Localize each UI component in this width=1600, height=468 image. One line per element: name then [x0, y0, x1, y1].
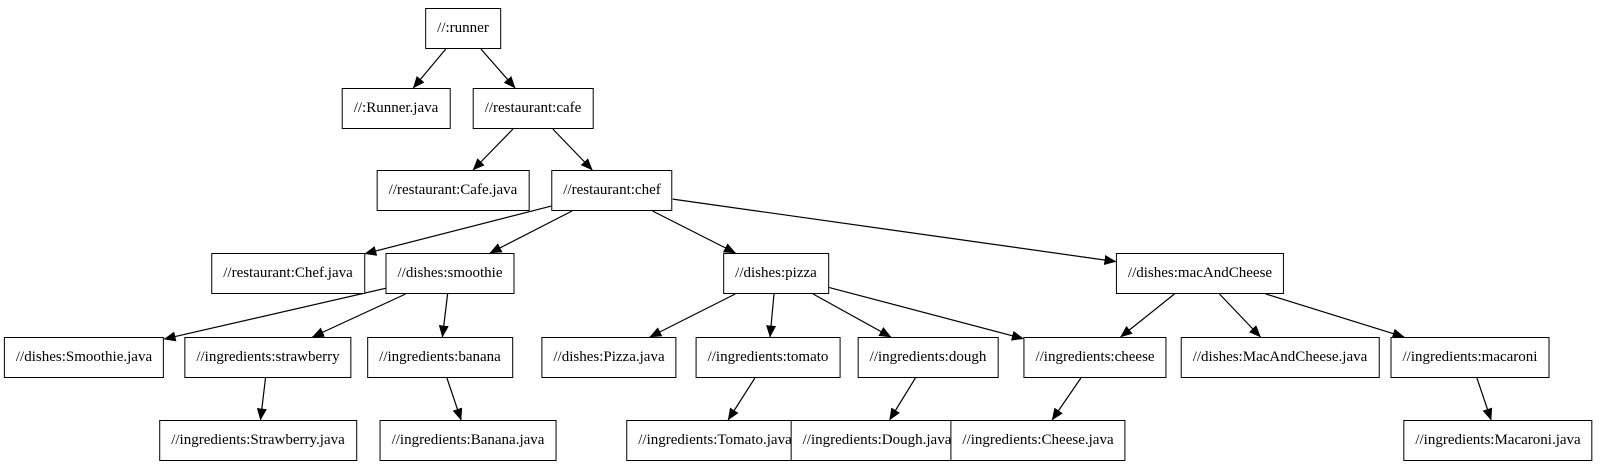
graph-node-chef_java: //restaurant:Chef.java: [211, 253, 365, 294]
graph-node-pizza: //dishes:pizza: [723, 253, 829, 294]
graph-node-chef: //restaurant:chef: [551, 170, 673, 211]
graph-node-macandcheese: //dishes:macAndCheese: [1115, 253, 1285, 294]
graph-node-banana: //ingredients:banana: [367, 337, 513, 378]
edge-chef-to-macandcheese: [672, 198, 1117, 265]
graph-node-smoothie: //dishes:smoothie: [385, 253, 515, 294]
edge-runner-to-cafe: [480, 48, 516, 89]
graph-node-strawberry: //ingredients:strawberry: [184, 337, 352, 378]
graph-node-smoothie_java: //dishes:Smoothie.java: [3, 337, 165, 378]
graph-node-cheese: //ingredients:cheese: [1023, 337, 1167, 378]
edge-macaroni-to-macaroni_java: [1476, 377, 1493, 421]
edge-chef-to-chef_java: [364, 205, 552, 256]
graph-node-dough_java: //ingredients:Dough.java: [790, 420, 964, 461]
edge-pizza-to-tomato: [766, 293, 777, 338]
edge-pizza-to-pizza_java: [649, 293, 736, 338]
graph-node-cafe: //restaurant:cafe: [472, 88, 594, 129]
graph-node-macandcheese_java: //dishes:MacAndCheese.java: [1180, 337, 1380, 378]
edge-runner-to-runner_java: [412, 48, 447, 89]
graph-node-runner: //:runner: [425, 8, 501, 49]
graph-node-banana_java: //ingredients:Banana.java: [379, 420, 557, 461]
graph-node-dough: //ingredients:dough: [857, 337, 999, 378]
edge-group: [163, 48, 1493, 421]
graph-node-macaroni_java: //ingredients:Macaroni.java: [1403, 420, 1593, 461]
edge-macandcheese-to-macandcheese_java: [1219, 293, 1261, 338]
edge-strawberry-to-strawberry_java: [256, 377, 267, 421]
graph-node-runner_java: //:Runner.java: [341, 88, 451, 129]
edge-smoothie-to-banana: [438, 293, 449, 338]
graph-node-tomato: //ingredients:tomato: [695, 337, 841, 378]
edge-macandcheese-to-macaroni: [1265, 293, 1405, 339]
edge-macandcheese-to-cheese: [1120, 293, 1175, 338]
edge-chef-to-smoothie: [489, 210, 573, 254]
edge-cafe-to-chef: [552, 128, 593, 171]
edge-tomato-to-tomato_java: [727, 377, 756, 421]
edge-pizza-to-cheese: [828, 286, 1024, 341]
graph-node-macaroni: //ingredients:macaroni: [1390, 337, 1550, 378]
graph-node-strawberry_java: //ingredients:Strawberry.java: [159, 420, 357, 461]
graph-node-cheese_java: //ingredients:Cheese.java: [950, 420, 1126, 461]
graph-node-tomato_java: //ingredients:Tomato.java: [626, 420, 804, 461]
graph-node-cafe_java: //restaurant:Cafe.java: [376, 170, 530, 211]
edge-cafe-to-cafe_java: [472, 128, 514, 171]
edge-dough-to-dough_java: [889, 377, 916, 421]
edge-cheese-to-cheese_java: [1051, 377, 1082, 421]
edge-smoothie-to-smoothie_java: [163, 287, 386, 342]
edge-chef-to-pizza: [652, 210, 736, 254]
edge-smoothie-to-strawberry: [311, 293, 406, 338]
edge-pizza-to-dough: [812, 293, 892, 338]
graph-node-pizza_java: //dishes:Pizza.java: [541, 337, 677, 378]
edge-banana-to-banana_java: [446, 377, 463, 421]
